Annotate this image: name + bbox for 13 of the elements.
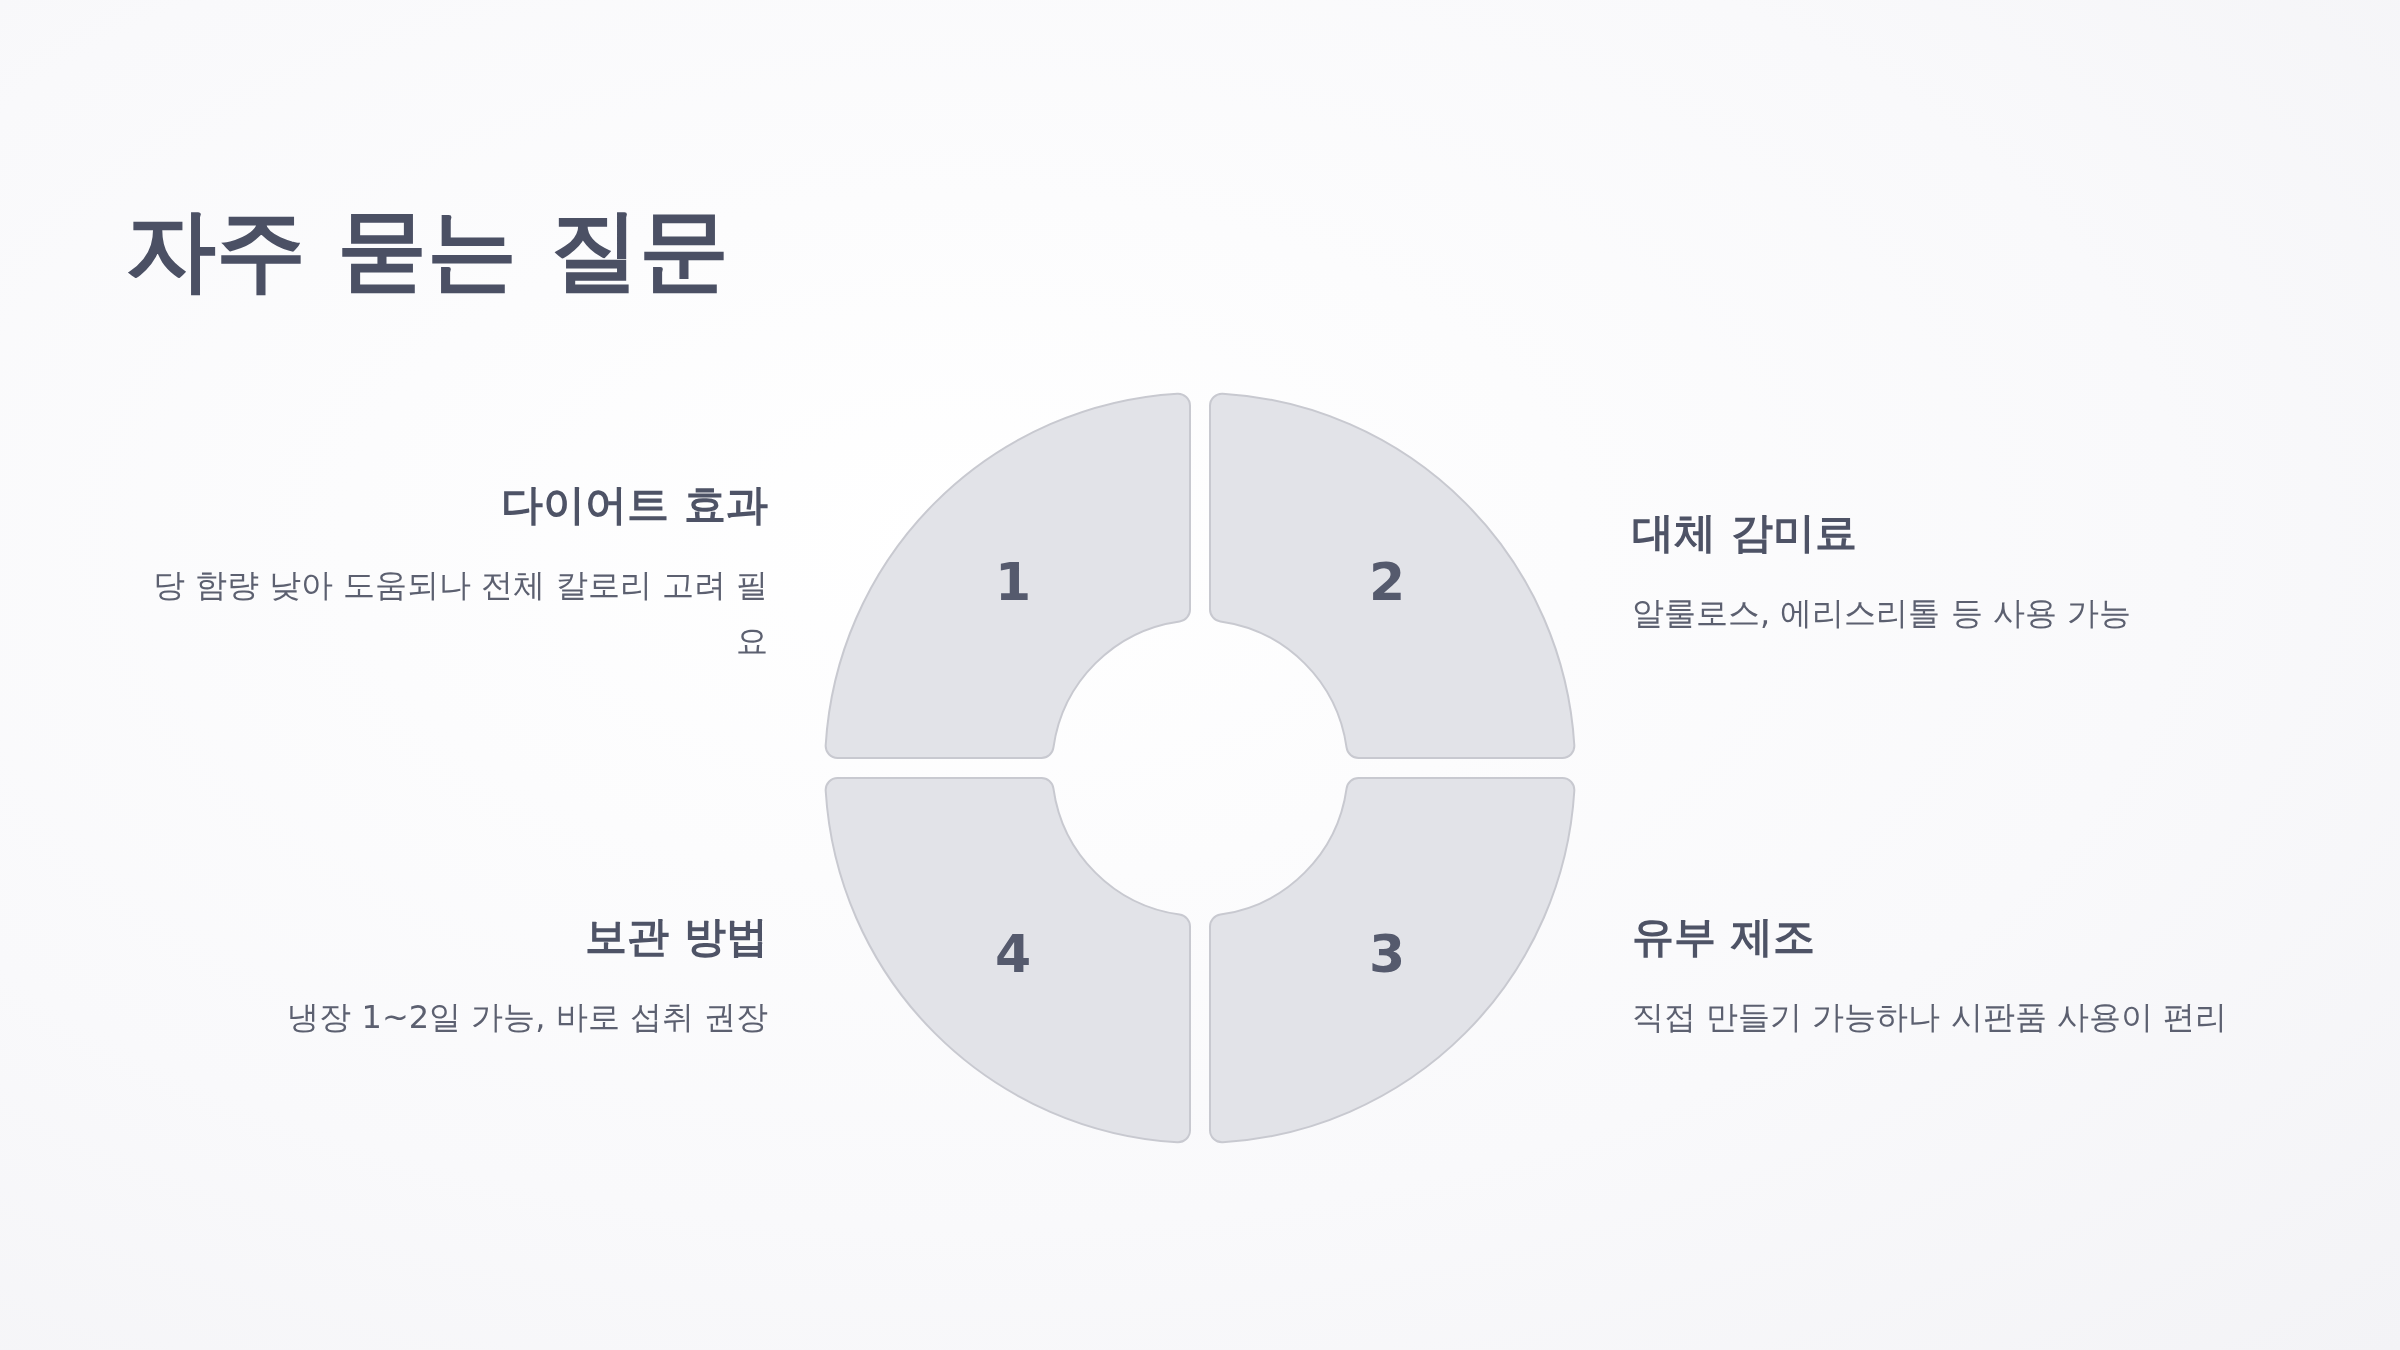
- segment-number: 3: [1368, 928, 1406, 980]
- item-description: 당 함량 낮아 도움되나 전체 칼로리 고려 필요: [151, 564, 768, 662]
- item-description: 직접 만들기 가능하나 시판품 사용이 편리: [1632, 996, 2228, 1038]
- item-heading: 유부 제조: [1632, 911, 1815, 963]
- item-description: 알룰로스, 에리스리톨 등 사용 가능: [1632, 592, 2132, 634]
- item-heading: 다이어트 효과: [501, 479, 768, 531]
- item-description: 냉장 1~2일 가능, 바로 섭취 권장: [286, 996, 768, 1038]
- page-title: 자주 묻는 질문: [126, 200, 729, 299]
- item-heading: 대체 감미료: [1632, 507, 1857, 559]
- item-heading: 보관 방법: [585, 911, 768, 963]
- segment-number: 1: [994, 556, 1032, 608]
- segment-number: 2: [1368, 556, 1406, 608]
- segment-number: 4: [994, 928, 1032, 980]
